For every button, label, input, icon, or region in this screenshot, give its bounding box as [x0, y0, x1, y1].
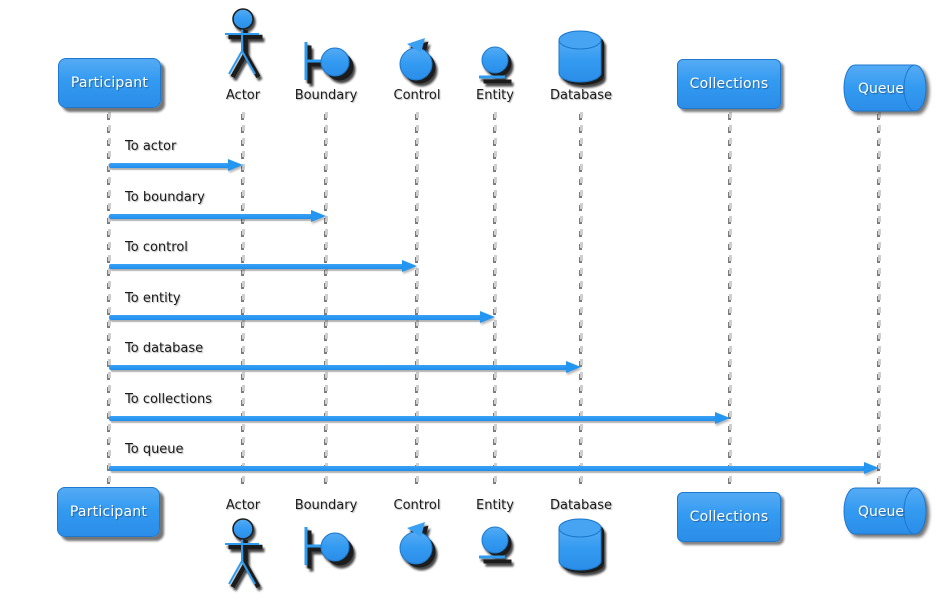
- lifeline-control: [415, 112, 419, 491]
- lifeline-entity: [493, 112, 497, 491]
- lifeline-queue: [877, 112, 881, 491]
- lifeline-collections: [728, 112, 732, 491]
- message-arrow-to-boundary: [109, 214, 312, 219]
- actor-icon: [221, 8, 265, 86]
- control-title-top: Control: [393, 88, 441, 103]
- boundary-icon: [302, 40, 354, 90]
- boundary-title-bottom: Boundary: [294, 498, 358, 513]
- arrowhead-icon: [228, 159, 243, 171]
- lifeline-database: [579, 112, 583, 491]
- collections-label: Collections: [689, 509, 769, 525]
- message-arrow-to-actor: [109, 163, 229, 168]
- actor-title-bottom: Actor: [225, 498, 261, 513]
- message-label: To entity: [125, 291, 181, 306]
- arrowhead-icon: [566, 361, 581, 373]
- control-title-bottom: Control: [393, 498, 441, 513]
- actor-icon: [221, 518, 265, 596]
- participant-head-top: Participant: [58, 58, 161, 108]
- entity-title-top: Entity: [476, 88, 514, 103]
- message-label: To actor: [125, 139, 177, 154]
- message-label: To collections: [125, 392, 212, 407]
- collections-label: Collections: [689, 76, 769, 92]
- lifeline-actor: [241, 112, 245, 491]
- message-arrow-to-database: [109, 365, 567, 370]
- queue-label: Queue: [858, 81, 904, 97]
- message-arrow-to-control: [109, 264, 403, 269]
- arrowhead-icon: [864, 462, 879, 474]
- boundary-icon: [302, 525, 354, 575]
- arrowhead-icon: [480, 311, 495, 323]
- arrowhead-icon: [715, 412, 730, 424]
- message-arrow-to-collections: [109, 416, 716, 421]
- message-label: To database: [125, 341, 204, 356]
- entity-icon: [474, 522, 516, 572]
- arrowhead-icon: [311, 210, 326, 222]
- boundary-title-top: Boundary: [294, 88, 358, 103]
- entity-icon: [474, 42, 516, 92]
- database-title-bottom: Database: [549, 498, 613, 513]
- actor-title-top: Actor: [225, 88, 261, 103]
- lifeline-boundary: [324, 112, 328, 491]
- arrowhead-icon: [402, 260, 417, 272]
- message-label: To queue: [125, 442, 184, 457]
- database-icon: [556, 30, 606, 90]
- message-label: To boundary: [125, 190, 205, 205]
- message-label: To control: [125, 240, 188, 255]
- database-title-top: Database: [549, 88, 613, 103]
- participant-head-bottom: Participant: [57, 487, 160, 537]
- collections-head-bottom: Collections: [677, 487, 788, 542]
- collections-head-top: Collections: [677, 54, 788, 109]
- queue-head-bottom: Queue: [842, 487, 928, 537]
- queue-head-top: Queue: [842, 64, 928, 114]
- queue-label: Queue: [858, 504, 904, 520]
- participant-label: Participant: [69, 504, 148, 520]
- entity-title-bottom: Entity: [476, 498, 514, 513]
- participant-label: Participant: [70, 75, 149, 91]
- control-icon: [396, 522, 438, 574]
- message-arrow-to-queue: [109, 466, 865, 471]
- message-arrow-to-entity: [109, 315, 481, 320]
- database-icon: [556, 518, 606, 578]
- control-icon: [396, 38, 438, 90]
- lifeline-participant: [107, 112, 111, 491]
